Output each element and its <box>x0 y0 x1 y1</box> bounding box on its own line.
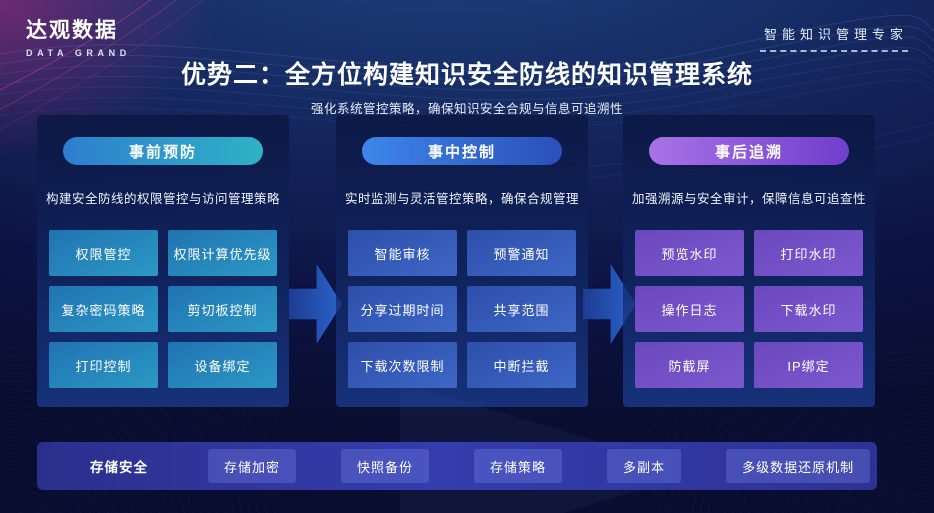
stage-pill-in-process-control: 事中控制 <box>362 137 562 165</box>
storage-item: 快照备份 <box>341 449 430 483</box>
feature-box: 复杂密码策略 <box>49 286 158 332</box>
feature-box: 操作日志 <box>635 286 744 332</box>
feature-box: 剪切板控制 <box>168 286 277 332</box>
stage-description: 加强溯源与安全审计，保障信息可追查性 <box>631 192 866 206</box>
panel-post-tracing: 事后追溯 加强溯源与安全审计，保障信息可追查性 预览水印 打印水印 操作日志 下… <box>623 115 875 407</box>
feature-box: 设备绑定 <box>168 342 277 388</box>
feature-box: 分享过期时间 <box>348 286 457 332</box>
flow-arrow-icon <box>289 264 342 344</box>
stage-description: 实时监测与灵活管控策略，确保合规管理 <box>344 192 579 206</box>
stage-description: 构建安全防线的权限管控与访问管理策略 <box>45 192 280 206</box>
storage-bar-label: 存储安全 <box>90 460 148 475</box>
storage-bar: 存储安全 存储加密 快照备份 存储策略 多副本 多级数据还原机制 <box>37 442 877 490</box>
feature-grid: 预览水印 打印水印 操作日志 下载水印 防截屏 IP绑定 <box>635 230 863 388</box>
feature-box: 预览水印 <box>635 230 744 276</box>
feature-box: 下载次数限制 <box>348 342 457 388</box>
panel-pre-prevention: 事前预防 构建安全防线的权限管控与访问管理策略 权限管控 权限计算优先级 复杂密… <box>37 115 289 407</box>
brand-tagline-text: 智能知识管理专家 <box>763 27 908 42</box>
page-title: 优势二：全方位构建知识安全防线的知识管理系统 <box>180 61 753 89</box>
feature-box: 打印水印 <box>754 230 863 276</box>
stage-pill-post-tracing: 事后追溯 <box>649 137 849 165</box>
feature-box: 防截屏 <box>635 342 744 388</box>
brand-logo-en: DATA GRAND <box>26 48 131 58</box>
stage-pill-pre-prevention: 事前预防 <box>63 137 263 165</box>
storage-item: 存储策略 <box>474 449 563 483</box>
feature-box: 权限计算优先级 <box>168 230 277 276</box>
feature-grid: 权限管控 权限计算优先级 复杂密码策略 剪切板控制 打印控制 设备绑定 <box>49 230 277 388</box>
brand-tagline: 智能知识管理专家 <box>760 24 908 52</box>
brand-logo-cn: 达观数据 <box>26 19 118 42</box>
brand-logo: 达观数据 DATA GRAND <box>26 14 131 58</box>
feature-grid: 智能审核 预警通知 分享过期时间 共享范围 下载次数限制 中断拦截 <box>348 230 576 388</box>
storage-item: 存储加密 <box>208 449 297 483</box>
feature-box: 打印控制 <box>49 342 158 388</box>
panel-in-process-control: 事中控制 实时监测与灵活管控策略，确保合规管理 智能审核 预警通知 分享过期时间… <box>336 115 588 407</box>
storage-item: 多副本 <box>607 449 682 483</box>
feature-box: 预警通知 <box>467 230 576 276</box>
page-subtitle: 强化系统管控策略，确保知识安全合规与信息可追溯性 <box>310 102 623 116</box>
storage-item: 多级数据还原机制 <box>726 449 871 483</box>
feature-box: 权限管控 <box>49 230 158 276</box>
tagline-dashed-underline <box>760 50 908 52</box>
feature-box: 中断拦截 <box>467 342 576 388</box>
feature-box: 智能审核 <box>348 230 457 276</box>
feature-box: 共享范围 <box>467 286 576 332</box>
feature-box: IP绑定 <box>754 342 863 388</box>
feature-box: 下载水印 <box>754 286 863 332</box>
